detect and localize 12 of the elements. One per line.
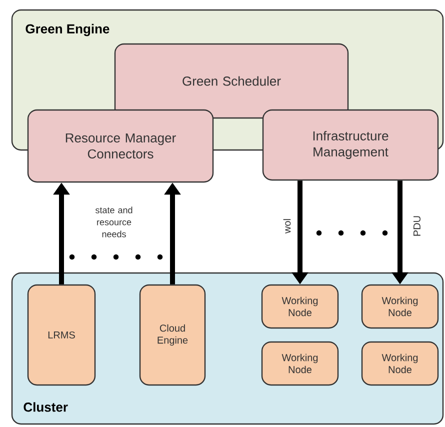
edge-label: PDU (412, 214, 422, 238)
cluster-box: Working Node (261, 284, 339, 329)
component-box: Infrastructure Management (262, 109, 439, 181)
cluster-box: Working Node (261, 341, 339, 386)
component-box: Resource Manager Connectors (27, 109, 214, 183)
cluster-box: Working Node (361, 341, 439, 386)
edge-label: wol (282, 218, 292, 234)
cluster-box: Working Node (361, 284, 439, 329)
component-box: Green Scheduler (114, 43, 349, 119)
cluster-box: LRMS (27, 284, 96, 386)
note-text: state and resource needs (96, 206, 132, 238)
cluster-box: Cloud Engine (139, 284, 206, 386)
